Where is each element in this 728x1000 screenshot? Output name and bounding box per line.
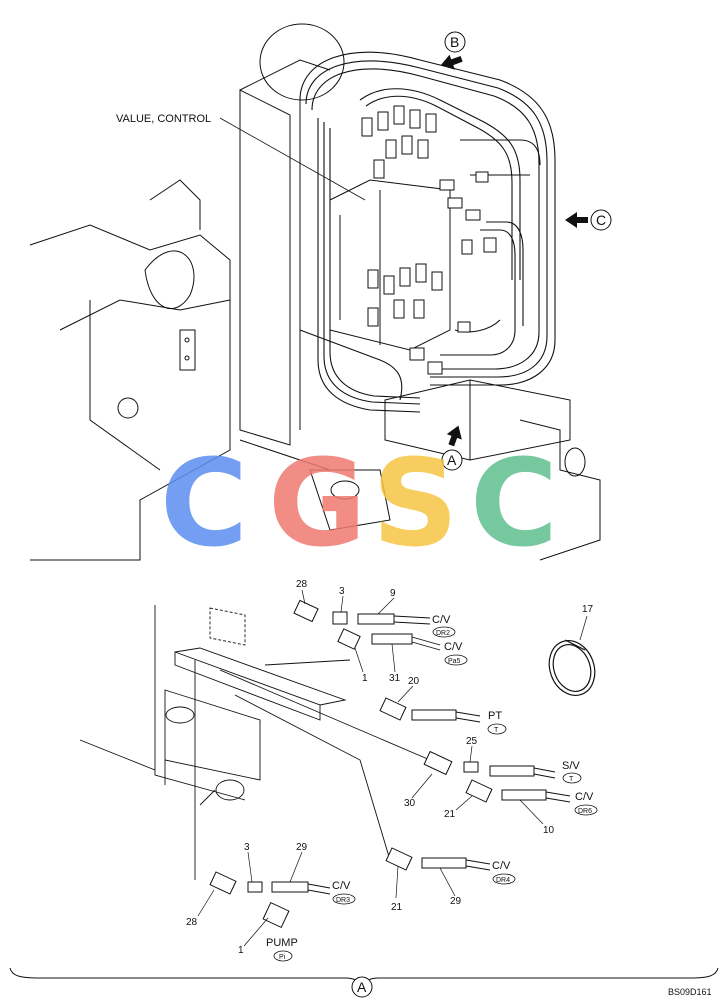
connection-port: DR6 [578,808,592,815]
connection-port: DR4 [496,877,510,884]
connection-port: Pa5 [448,658,461,665]
part-number: 21 [391,902,403,913]
part-number: 9 [390,588,396,599]
part-number: 17 [582,604,594,615]
part-number: 3 [244,842,250,853]
part-leaders [197,589,588,947]
connection-label: C/V [444,641,463,653]
lower-fittings [209,599,547,929]
connection-label: C/V [432,614,451,626]
part-number: 3 [339,586,345,597]
connection-port: DR3 [336,897,350,904]
view-mark-a: A [447,452,457,468]
watermark: C G S C [160,435,558,574]
view-a-label: A [351,976,373,998]
hose-clamp-17 [548,639,596,696]
view-mark-b: B [450,34,459,50]
view-arrow-b: B [440,31,466,70]
hydraulic-hoses [299,51,556,413]
connection-label: PT [488,710,502,722]
part-number: 31 [389,673,401,684]
connection-label: C/V [492,860,511,872]
view-mark-c: C [596,212,606,228]
connection-label: PUMP [266,937,298,949]
connection-label: C/V [332,880,351,892]
watermark-letter-3: S [372,435,458,574]
part-numbers: 28 3 9 1 31 17 20 25 30 21 10 3 29 28 1 … [186,579,594,956]
connection-port: T [494,727,499,734]
valve-fittings [361,105,497,375]
machine-frame-linework [29,23,601,561]
connection-port: T [569,776,574,783]
connection-port: Pi [279,954,286,961]
connection-label: C/V [575,791,594,803]
part-number: 1 [362,673,368,684]
part-number: 1 [238,945,244,956]
part-number: 10 [543,825,555,836]
connection-labels: C/V DR2 C/V Pa5 PT T S/V T C/V DR6 C/V D… [266,614,598,962]
lower-frame-linework [79,605,431,880]
part-number: 30 [404,798,416,809]
watermark-letter-2: G [268,435,367,574]
connection-label: S/V [562,760,580,772]
control-valve-label: VALUE, CONTROL [116,113,211,125]
lower-hose-tails [307,615,571,895]
view-arrow-c: C [565,209,612,231]
part-number: 25 [466,736,478,747]
connection-port: DR2 [436,630,450,637]
control-valve-callout: VALUE, CONTROL [116,113,366,201]
watermark-letter-1: C [160,435,248,574]
part-number: 21 [444,809,456,820]
part-number: 20 [408,676,420,687]
view-a-mark: A [357,979,367,995]
part-number: 28 [186,917,198,928]
part-number: 29 [296,842,308,853]
view-arrow-a: A [441,425,463,471]
part-number: 28 [296,579,308,590]
watermark-letter-4: C [470,435,558,574]
part-number: 29 [450,896,462,907]
drawing-code: BS09D161 [668,987,712,997]
